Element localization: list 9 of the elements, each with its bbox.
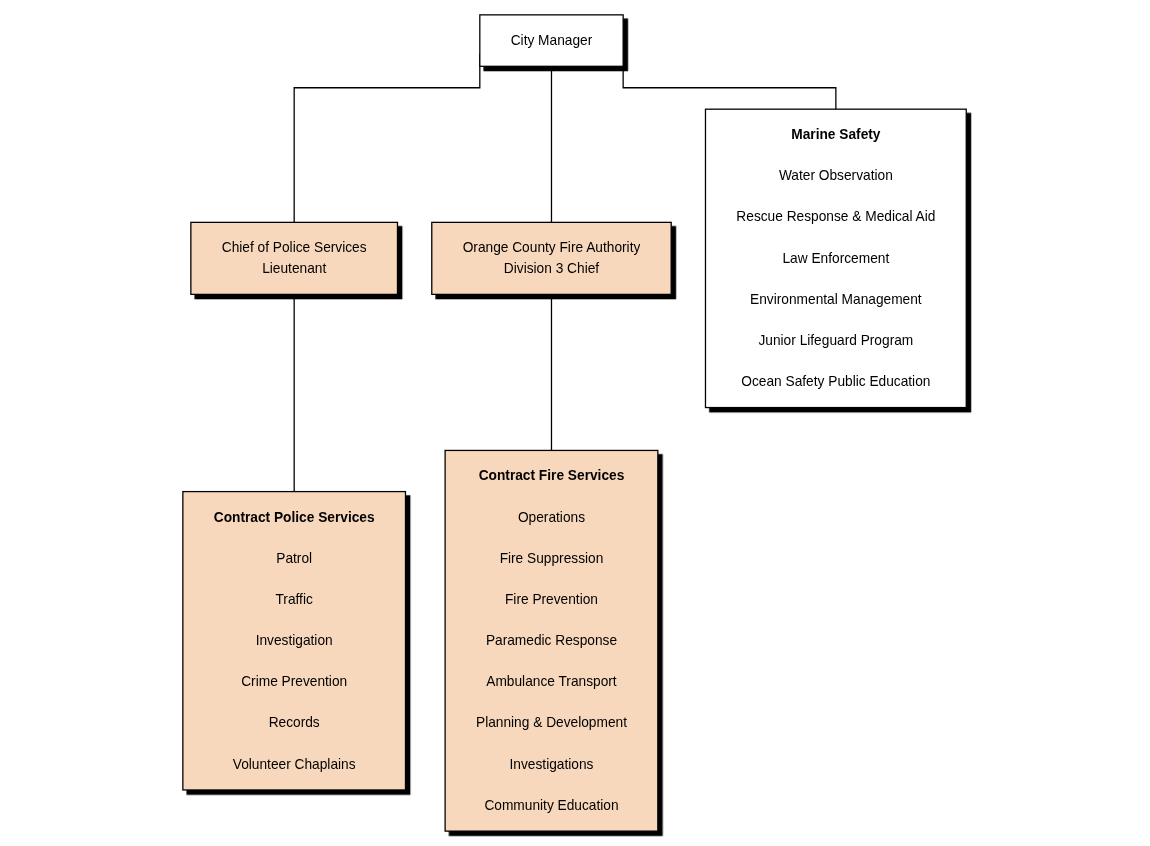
node-box: Marine Safety Water Observation Rescue Response & Medical Aid Law Enforcement Environmental Management Junior Lifeguard Program Ocean Safety Public Education	[705, 108, 968, 409]
node-box: Contract Fire Services Operations Fire Suppression Fire Prevention Paramedic Response Ambulance Transport Planning & Development Investigations Community Education	[444, 449, 659, 832]
connector	[293, 293, 296, 493]
connector	[551, 65, 553, 223]
node-box: Orange County Fire Authority Division 3 Chief	[431, 221, 673, 296]
node-box: Contract Police Services Patrol Traffic Investigation Crime Prevention Records Volunteer Chaplains	[182, 490, 407, 791]
connector	[551, 293, 553, 452]
node-box: City Manager	[479, 14, 625, 67]
node-box: Chief of Police Services Lieutenant	[190, 221, 399, 296]
